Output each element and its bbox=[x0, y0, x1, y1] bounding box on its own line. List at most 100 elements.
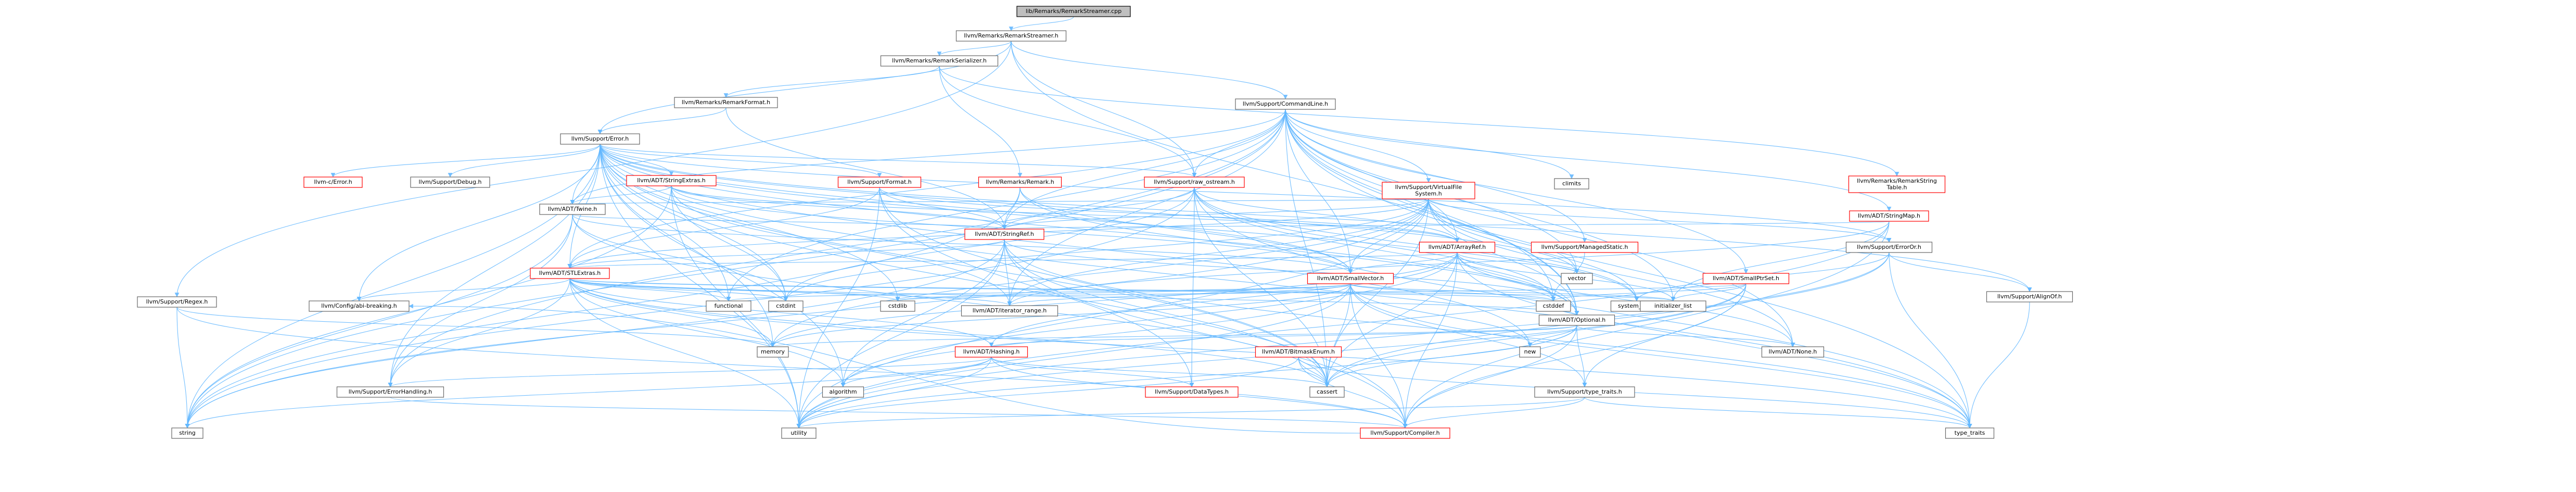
graph-node[interactable]: llvm/Support/Debug.h bbox=[410, 176, 490, 188]
dependency-edge bbox=[569, 278, 775, 347]
dependency-edge bbox=[1298, 357, 1408, 428]
node-box bbox=[1640, 300, 1706, 312]
dependency-edge bbox=[1350, 283, 1556, 301]
dependency-edge bbox=[600, 144, 674, 176]
graph-node[interactable]: llvm/Support/Compiler.h bbox=[1360, 427, 1450, 439]
dependency-edge bbox=[1011, 41, 1579, 316]
dependency-edge bbox=[1285, 109, 1892, 211]
dependency-edge bbox=[725, 107, 1007, 230]
graph-node[interactable]: llvm/ADT/STLExtras.h bbox=[530, 268, 610, 279]
graph-node[interactable]: llvm/Support/Format.h bbox=[837, 176, 922, 188]
graph-node[interactable]: llvm/Support/ManagedStatic.h bbox=[1531, 242, 1639, 253]
graph-node[interactable]: initializer_list bbox=[1640, 300, 1706, 312]
graph-node[interactable]: type_traits bbox=[1945, 427, 1995, 439]
dependency-nodes: lib/Remarks/RemarkStreamer.cppllvm/Remar… bbox=[137, 6, 2073, 439]
graph-node[interactable]: llvm/Support/DataTypes.h bbox=[1145, 386, 1239, 398]
graph-node[interactable]: llvm/ADT/SmallVector.h bbox=[1307, 273, 1394, 284]
graph-node[interactable]: string bbox=[171, 427, 203, 439]
dependency-edge bbox=[1004, 239, 1408, 428]
node-box bbox=[1561, 273, 1593, 284]
dependency-edge bbox=[1402, 325, 1577, 428]
graph-node[interactable]: llvm/ADT/SmallPtrSet.h bbox=[1702, 273, 1790, 284]
graph-node[interactable]: cstddef bbox=[1536, 300, 1571, 312]
graph-node[interactable]: llvm/Remarks/RemarkStreamer.h bbox=[955, 30, 1067, 42]
graph-node[interactable]: llvm/Config/abi-breaking.h bbox=[309, 300, 410, 312]
dependency-edge bbox=[388, 109, 1286, 387]
node-label: llvm/ADT/ArrayRef.h bbox=[1429, 244, 1486, 250]
node-label: climits bbox=[1562, 180, 1581, 187]
dependency-edge bbox=[600, 144, 1197, 178]
node-label: llvm/ADT/Twine.h bbox=[548, 206, 597, 212]
graph-node[interactable]: algorithm bbox=[822, 386, 864, 398]
graph-node[interactable]: llvm/Remarks/RemarkSerializer.h bbox=[880, 55, 999, 67]
dependency-edge bbox=[185, 144, 601, 428]
graph-node[interactable]: llvm/Support/CommandLine.h bbox=[1235, 98, 1336, 110]
dependency-edge bbox=[1889, 252, 1972, 428]
graph-node[interactable]: llvm/ADT/StringMap.h bbox=[1849, 210, 1929, 222]
graph-node[interactable]: llvm/Remarks/RemarkFormat.h bbox=[674, 97, 778, 108]
graph-node[interactable]: llvm/ADT/StringExtras.h bbox=[626, 175, 717, 186]
graph-node[interactable]: vector bbox=[1561, 273, 1593, 284]
dependency-edge bbox=[671, 185, 1007, 230]
dependency-edge bbox=[770, 252, 1458, 347]
graph-node[interactable]: llvm/Support/type_traits.h bbox=[1534, 386, 1635, 398]
dependency-edge bbox=[1194, 187, 1579, 316]
graph-node[interactable]: llvm/Support/raw_ostream.h bbox=[1144, 176, 1245, 188]
dependency-edge bbox=[569, 278, 1675, 301]
graph-node[interactable]: cstdlib bbox=[880, 300, 915, 312]
dependency-edge bbox=[1428, 198, 1579, 274]
dependency-edge bbox=[1402, 221, 1890, 428]
node-box bbox=[1360, 427, 1450, 439]
graph-node[interactable]: llvm/Support/Error.h bbox=[560, 133, 640, 145]
graph-node[interactable]: utility bbox=[781, 427, 817, 439]
dependency-edge bbox=[388, 357, 992, 387]
dependency-edge bbox=[1428, 198, 1892, 243]
dependency-edge bbox=[783, 198, 1429, 301]
graph-node[interactable]: llvm/ADT/Optional.h bbox=[1538, 314, 1615, 326]
graph-node[interactable]: llvm/Support/AlignOf.h bbox=[1986, 291, 2073, 302]
graph-node[interactable]: memory bbox=[757, 346, 789, 358]
node-label: llvm/Support/DataTypes.h bbox=[1155, 388, 1229, 395]
graph-node[interactable]: llvm-c/Error.h bbox=[303, 176, 363, 188]
graph-node[interactable]: llvm/ADT/None.h bbox=[1761, 346, 1825, 358]
node-label: llvm/ADT/None.h bbox=[1769, 348, 1817, 355]
graph-node[interactable]: llvm/ADT/ArrayRef.h bbox=[1419, 242, 1496, 253]
graph-node[interactable]: functional bbox=[706, 300, 751, 312]
graph-node[interactable]: llvm/Support/ErrorOr.h bbox=[1845, 242, 1933, 253]
node-label: llvm/Support/ErrorOr.h bbox=[1857, 244, 1921, 250]
dependency-edge bbox=[783, 187, 1195, 301]
graph-node[interactable]: llvm/Remarks/Remark.h bbox=[978, 176, 1062, 188]
graph-node[interactable]: llvm/Support/Regex.h bbox=[137, 296, 217, 308]
dependency-edge bbox=[570, 185, 672, 205]
dependency-edge bbox=[1285, 109, 1556, 301]
graph-node[interactable]: llvm/Support/ErrorHandling.h bbox=[336, 386, 444, 398]
dependency-edge bbox=[726, 283, 1351, 301]
dependency-edge bbox=[1003, 221, 1890, 230]
graph-node[interactable]: new bbox=[1519, 346, 1541, 358]
dependency-edge bbox=[600, 144, 882, 178]
dependency-edge bbox=[185, 185, 672, 428]
graph-node[interactable]: cassert bbox=[1309, 386, 1345, 398]
dependency-edge bbox=[726, 109, 1286, 301]
dependency-edge bbox=[840, 357, 992, 387]
node-label: utility bbox=[790, 430, 807, 436]
graph-node[interactable]: llvm/ADT/Twine.h bbox=[539, 204, 606, 215]
node-box bbox=[1255, 346, 1342, 358]
graph-node[interactable]: llvm/ADT/StringRef.h bbox=[964, 229, 1044, 240]
dependency-edge bbox=[572, 214, 1006, 230]
dependency-edge bbox=[879, 187, 1194, 387]
graph-node[interactable]: llvm/ADT/Hashing.h bbox=[954, 346, 1028, 358]
graph-node[interactable]: llvm/ADT/BitmaskEnum.h bbox=[1255, 346, 1342, 358]
graph-node[interactable]: climits bbox=[1554, 178, 1589, 190]
node-box bbox=[1419, 242, 1496, 253]
node-label: llvm/Support/ErrorHandling.h bbox=[349, 388, 432, 395]
dependency-edge bbox=[1285, 109, 1676, 301]
graph-node[interactable]: cstdint bbox=[768, 300, 804, 312]
graph-node[interactable]: llvm/ADT/iterator_range.h bbox=[961, 305, 1059, 317]
dependency-edge bbox=[796, 252, 1890, 428]
dependency-edge bbox=[1004, 239, 1330, 387]
node-label: llvm/Support/Regex.h bbox=[146, 298, 208, 305]
dependency-edge bbox=[569, 278, 1330, 387]
